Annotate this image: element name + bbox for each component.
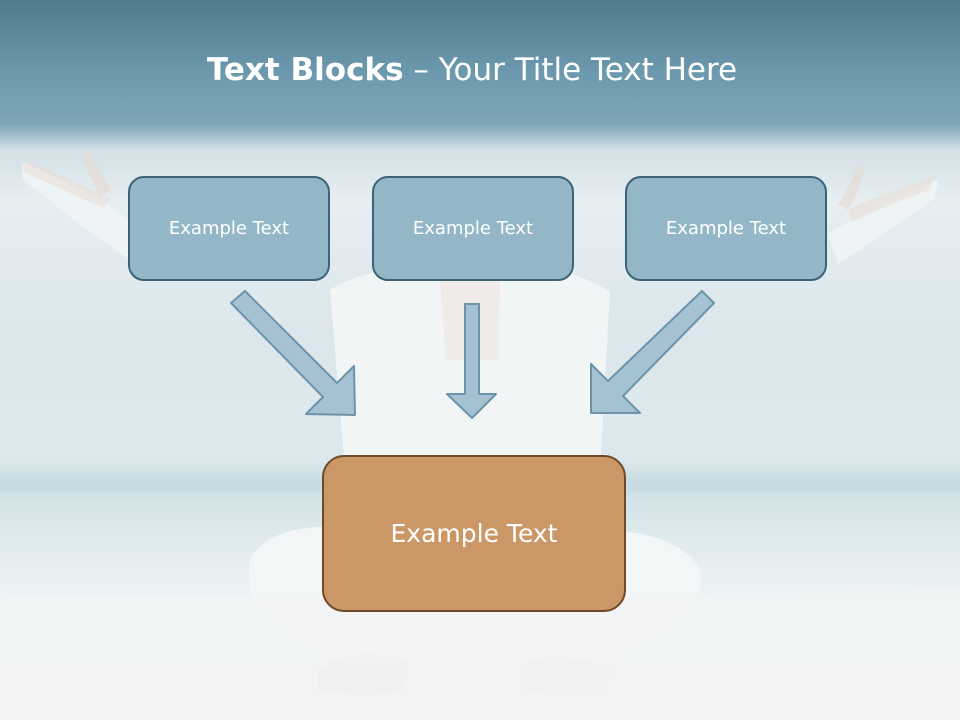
title-bold-part: Text Blocks (206, 52, 404, 88)
arrow-right-diagonal (590, 290, 715, 414)
title-rest: Your Title Text Here (438, 52, 738, 88)
arrow-left-diagonal (230, 290, 356, 416)
text-block-bottom: Example Text (322, 455, 626, 612)
text-block-3: Example Text (625, 176, 827, 281)
slide-title: Text Blocks – Your Title Text Here (0, 52, 944, 88)
text-block-1: Example Text (128, 176, 330, 281)
arrow-center-down (446, 303, 497, 419)
title-dash: – (413, 52, 429, 88)
text-block-2: Example Text (372, 176, 574, 281)
